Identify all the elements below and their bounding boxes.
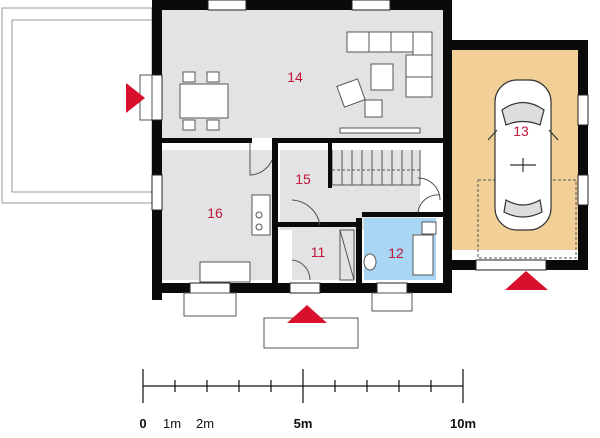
terrace-entrance-arrow-icon — [126, 83, 145, 113]
bathroom-fixtures — [363, 221, 437, 276]
wardrobe — [339, 229, 355, 281]
main-entrance-arrow-icon — [287, 305, 327, 323]
scale-label-10m: 10m — [450, 416, 476, 431]
scale-label-0: 0 — [139, 416, 146, 431]
doors — [249, 143, 441, 281]
room-16-label: 16 — [207, 205, 223, 221]
armchair — [336, 78, 366, 108]
kitchen-counter — [199, 194, 271, 283]
scale-label-1m: 1m — [163, 416, 181, 431]
scale-label-5m: 5m — [294, 416, 313, 431]
room-12-label: 12 — [388, 245, 404, 261]
coffee-table — [370, 63, 394, 91]
dining-table — [179, 71, 229, 131]
pouf — [364, 99, 383, 118]
scale-bar — [142, 369, 464, 403]
sofa — [346, 31, 433, 98]
room-11-floor — [292, 228, 356, 280]
tv-unit — [339, 127, 421, 134]
room-15-label: 15 — [295, 171, 311, 187]
room-14-floor — [162, 10, 444, 138]
garage-entrance-arrow-icon — [505, 271, 548, 290]
room-13-label: 13 — [513, 123, 529, 139]
room-14-label: 14 — [287, 69, 303, 85]
car-icon — [487, 79, 559, 231]
windows — [151, 0, 589, 294]
garage-parking-outline — [477, 179, 577, 259]
stairs — [331, 150, 421, 186]
room-11-label: 11 — [311, 244, 326, 260]
scale-label-2m: 2m — [196, 416, 214, 431]
